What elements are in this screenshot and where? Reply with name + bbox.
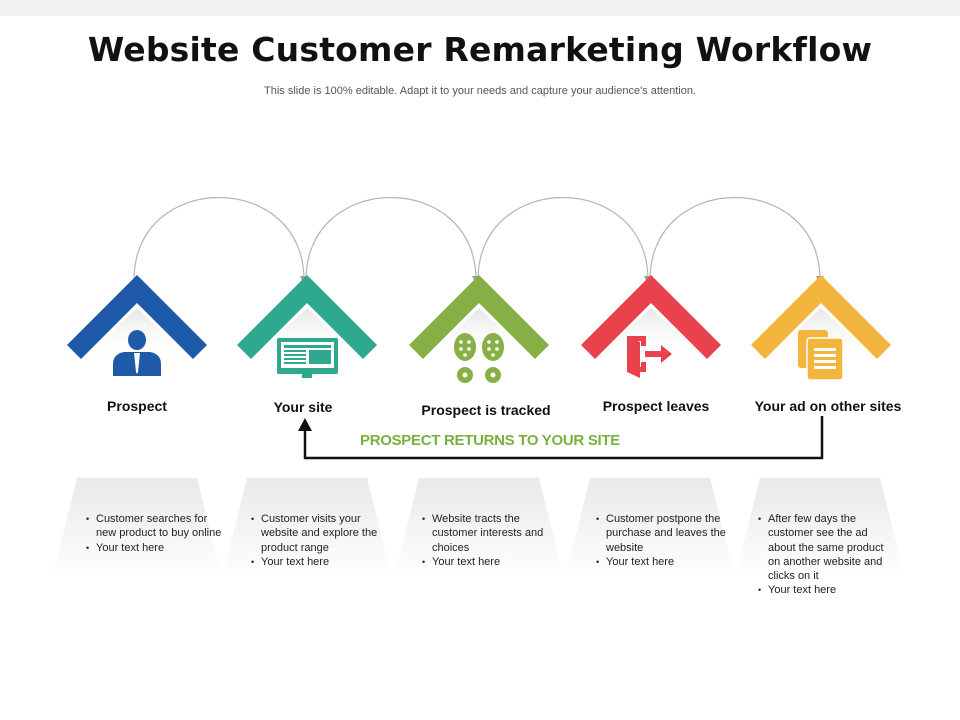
house-roof xyxy=(67,275,207,359)
bullet-item: Customer postpone the purchase and leave… xyxy=(596,512,732,555)
house-roof xyxy=(409,275,549,359)
step-4-description: Customer postpone the purchase and leave… xyxy=(596,512,732,569)
bullet-item: Your text here xyxy=(251,555,387,570)
step-label-prospect: Prospect xyxy=(107,398,167,414)
page-title: Website Customer Remarketing Workflow xyxy=(87,30,873,69)
bullet-item: Your text here xyxy=(422,555,558,570)
bullet-item: Customer searches for new product to buy… xyxy=(86,512,222,541)
person-icon xyxy=(113,330,161,376)
house-shadow xyxy=(596,308,706,360)
step-label-prospect-tracked: Prospect is tracked xyxy=(421,402,551,418)
bullet-item: Website tracts the customer interests an… xyxy=(422,512,558,555)
step-5-description: After few days the customer see the ad a… xyxy=(758,512,894,598)
connector-arcs xyxy=(133,196,824,284)
top-strip xyxy=(0,0,960,16)
bullet-item: After few days the customer see the ad a… xyxy=(758,512,894,583)
step-4-house xyxy=(581,275,721,378)
footprints-icon xyxy=(454,333,504,383)
return-loop-arrow xyxy=(298,416,824,460)
step-2-description: Customer visits your website and explore… xyxy=(251,512,387,569)
step-3-house xyxy=(409,275,549,383)
arc-2 xyxy=(305,196,480,284)
bullet-item: Customer visits your website and explore… xyxy=(251,512,387,555)
house-roof xyxy=(581,275,721,359)
step-2-house xyxy=(237,275,377,378)
arc-3 xyxy=(477,196,652,284)
monitor-icon xyxy=(277,338,338,378)
bullet-item: Your text here xyxy=(86,541,222,556)
arc-4 xyxy=(649,196,824,284)
step-5-house xyxy=(751,275,891,381)
house-roof xyxy=(751,275,891,359)
documents-icon xyxy=(798,330,844,381)
bullet-item: Your text here xyxy=(596,555,732,570)
house-shadow xyxy=(424,308,534,360)
house-roof xyxy=(237,275,377,359)
exit-door-icon xyxy=(627,336,672,378)
step-label-your-site: Your site xyxy=(273,399,333,415)
step-1-description: Customer searches for new product to buy… xyxy=(86,512,222,555)
page-subtitle: This slide is 100% editable. Adapt it to… xyxy=(264,85,696,97)
step-label-your-ad: Your ad on other sites xyxy=(754,398,902,414)
step-label-prospect-leaves: Prospect leaves xyxy=(602,398,710,414)
arc-1 xyxy=(133,196,308,284)
return-loop-label: PROSPECT RETURNS TO YOUR SITE xyxy=(360,432,620,449)
step-1-house xyxy=(67,275,207,376)
bullet-item: Your text here xyxy=(758,583,894,598)
step-3-description: Website tracts the customer interests an… xyxy=(422,512,558,569)
